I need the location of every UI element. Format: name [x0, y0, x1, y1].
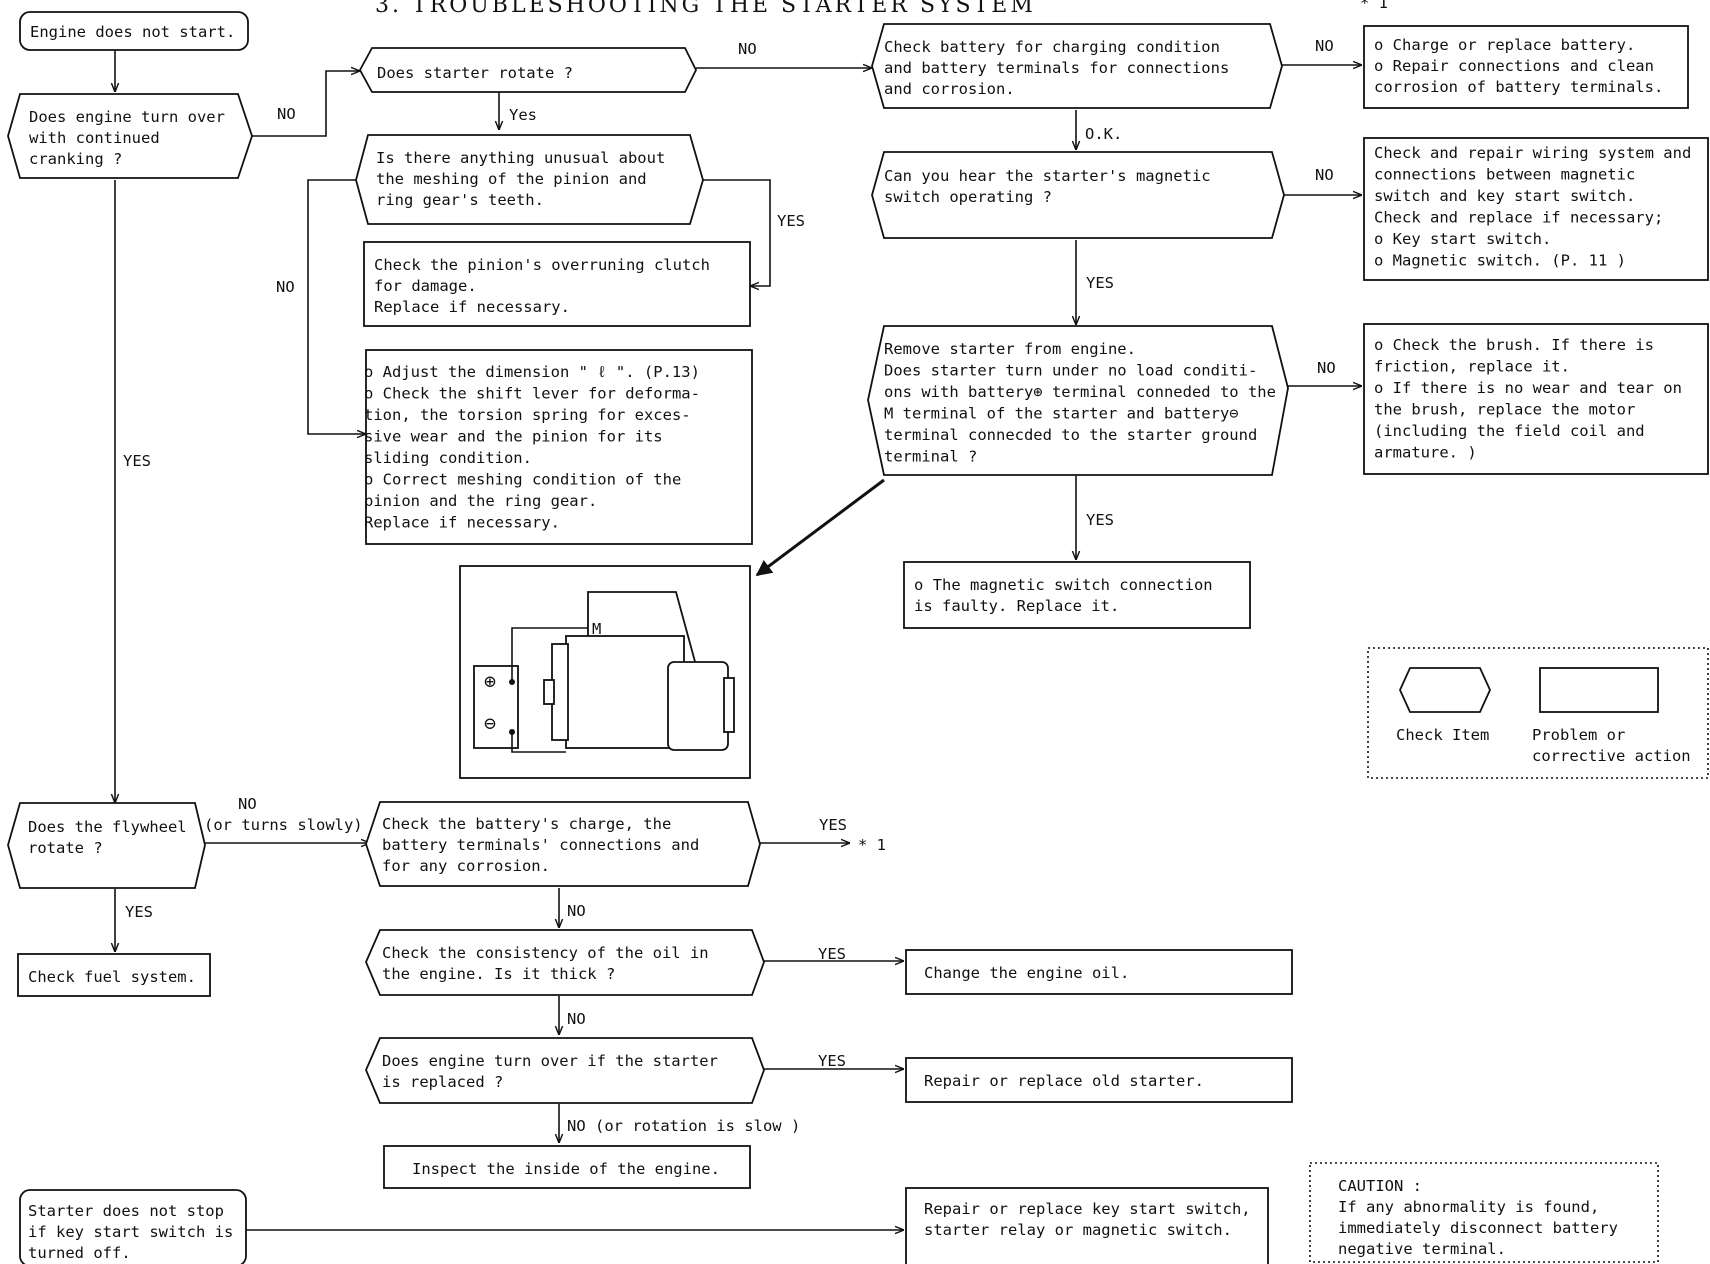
edge-label-no: NO [567, 902, 586, 920]
svg-text:Inspect the inside of the engi: Inspect the inside of the engine. [412, 1160, 720, 1178]
legend-check-item-shape [1399, 667, 1491, 713]
node-starter-not-stop: Starter does not stop if key start switc… [19, 1189, 247, 1264]
svg-text:Change the engine oil.: Change the engine oil. [924, 964, 1129, 982]
edge-label-yes: YES [818, 1052, 846, 1070]
battery-minus-symbol: ⊖ [484, 711, 496, 735]
starter-pinion-housing [667, 661, 729, 751]
edge-label-no: NO [277, 105, 296, 123]
svg-text:Repair or replace key start sw: Repair or replace key start switch, star… [924, 1200, 1260, 1239]
edge-label-no: NO [276, 278, 295, 296]
edge-label-yes: YES [777, 212, 805, 230]
title-reference-marker: * 1 [1360, 0, 1388, 12]
action-repair-old-starter: Repair or replace old starter. [905, 1057, 1293, 1103]
svg-text:Does engine turn over wi: Does engine turn over with continued cra… [29, 108, 234, 168]
check-item-pinion-mesh: Is there anything unusual about the mesh… [355, 134, 704, 225]
edge-label-no: NO [1317, 359, 1336, 377]
terminal-m-label: M [592, 620, 601, 638]
edge-label-yes: YES [819, 816, 847, 834]
check-item-hear-magnetic-switch: Can you hear the starter's magnetic swit… [871, 151, 1285, 239]
edge-label-no: NO [567, 1010, 586, 1028]
svg-text:Problem or corrective ac: Problem or corrective action [1532, 726, 1691, 765]
svg-text:o Charge or replace battery.: o Charge or replace battery. o Repair co… [1374, 36, 1663, 96]
svg-text:Is there anything unusual abou: Is there anything unusual about the mesh… [376, 149, 675, 209]
check-item-remove-starter-no-load: Remove starter from engine. Does starter… [867, 325, 1289, 476]
svg-text:o The magnetic switch connecti: o The magnetic switch connection is faul… [914, 576, 1222, 615]
action-charge-battery: o Charge or replace battery. o Repair co… [1363, 25, 1689, 109]
edge-label-yes: Yes [509, 106, 537, 124]
svg-text:Check the pinion's overruning: Check the pinion's overruning clutch for… [374, 256, 719, 316]
svg-text:Check battery for charging con: Check battery for charging condition and… [884, 38, 1239, 98]
action-inspect-engine: Inspect the inside of the engine. [383, 1145, 751, 1189]
legend-action-label: corrective action [1532, 747, 1691, 765]
edge-label-yes: YES [1086, 274, 1114, 292]
legend-check-item-label: Check Item [1396, 726, 1489, 744]
edge-label-turns-slowly: (or turns slowly) [204, 816, 363, 834]
reference-star-one: * 1 [858, 836, 886, 854]
starter-motor-body [565, 635, 685, 749]
check-item-battery-condition: Check battery for charging condition and… [871, 23, 1283, 109]
svg-text:Check and repair wiring system: Check and repair wiring system and conne… [1374, 144, 1701, 270]
action-check-brush: o Check the brush. If there is friction,… [1363, 323, 1709, 475]
legend-action-label: Problem or [1532, 726, 1625, 744]
edge-label-yes: YES [1086, 511, 1114, 529]
action-check-fuel-system: Check fuel system. [17, 953, 211, 997]
action-adjust-dimension: o Adjust the dimension " ℓ ". (P.13) o C… [364, 349, 753, 545]
legend-action-shape [1539, 667, 1659, 713]
edge-label-ok: O.K. [1085, 125, 1122, 143]
edge-label-yes: YES [818, 945, 846, 963]
wire-plus-to-m [511, 627, 588, 682]
action-check-overrun-clutch: Check the pinion's overruning clutch for… [363, 241, 751, 327]
connector-lines [115, 50, 1362, 1230]
edge-label-no: NO [238, 795, 257, 813]
svg-text:Engine does not start.: Engine does not start. [30, 23, 235, 41]
svg-text:Remove starter from engine.: Remove starter from engine. Does starter… [884, 340, 1285, 466]
action-check-wiring: Check and repair wiring system and conne… [1363, 137, 1709, 281]
svg-text:Does the flywheel rotate: Does the flywheel rotate ? [28, 818, 196, 857]
edge-label-no: NO [1315, 166, 1334, 184]
svg-text:Does starter rotate ?: Does starter rotate ? [377, 64, 573, 82]
svg-text:Does engine turn over if the s: Does engine turn over if the starter is … [382, 1052, 727, 1091]
check-item-oil-consistency: Check the consistency of the oil in the … [365, 929, 765, 996]
legend: Check Item Problem or corrective action [1367, 647, 1709, 779]
svg-text:Check fuel system.: Check fuel system. [28, 968, 196, 986]
svg-text:o Adjust the dimension " ℓ ".: o Adjust the dimension " ℓ ". (P.13) o C… [364, 363, 709, 532]
check-item-battery-charge: Check the battery's charge, the battery … [365, 801, 761, 887]
starter-drive-end [723, 677, 735, 733]
edge-label-no-rotation-slow: NO (or rotation is slow ) [567, 1117, 800, 1135]
check-item-starter-rotate: Does starter rotate ? [358, 47, 698, 93]
action-repair-key-switch: Repair or replace key start switch, star… [905, 1187, 1269, 1264]
svg-text:Check the consistency of the o: Check the consistency of the oil in the … [382, 944, 718, 983]
edge-label-no: NO [1315, 37, 1334, 55]
wire-minus-to-ground [511, 732, 566, 753]
node-engine-not-start: Engine does not start. [19, 11, 249, 51]
edge-label-yes: YES [125, 903, 153, 921]
svg-text:o Check the brush. If there i: o Check the brush. If there is friction,… [1374, 336, 1691, 462]
check-item-flywheel-rotate: Does the flywheel rotate ? [7, 802, 206, 889]
page-title: 3. TROUBLE̅SHOOTING THE STARTER SYSTEM [375, 0, 1036, 18]
edge-label-no: NO [738, 40, 757, 58]
svg-text:Can you hear the starter's mag: Can you hear the starter's magnetic swit… [884, 167, 1220, 206]
action-change-engine-oil: Change the engine oil. [905, 949, 1293, 995]
svg-text:Check the battery's charge, th: Check the battery's charge, the battery … [382, 815, 709, 875]
battery-plus-symbol: ⊕ [484, 669, 496, 693]
svg-text:Starter does not stop if: Starter does not stop if key start switc… [28, 1202, 243, 1262]
starter-shaft-end [543, 679, 555, 705]
check-item-engine-turn-over: Does engine turn over with continued cra… [7, 93, 253, 179]
action-magnetic-switch-faulty: o The magnetic switch connection is faul… [903, 561, 1251, 629]
starter-test-figure: ⊕ ⊖ M [459, 565, 751, 779]
caution-note: CAUTION : If any abnormality is found, i… [1309, 1162, 1659, 1263]
svg-text:Repair or replace old starter.: Repair or replace old starter. [924, 1072, 1204, 1090]
edge-label-yes: YES [123, 452, 151, 470]
check-item-starter-replaced: Does engine turn over if the starter is … [365, 1037, 765, 1104]
svg-text:CAUTION : If any abnorm: CAUTION : If any abnormality is found, i… [1338, 1177, 1627, 1258]
